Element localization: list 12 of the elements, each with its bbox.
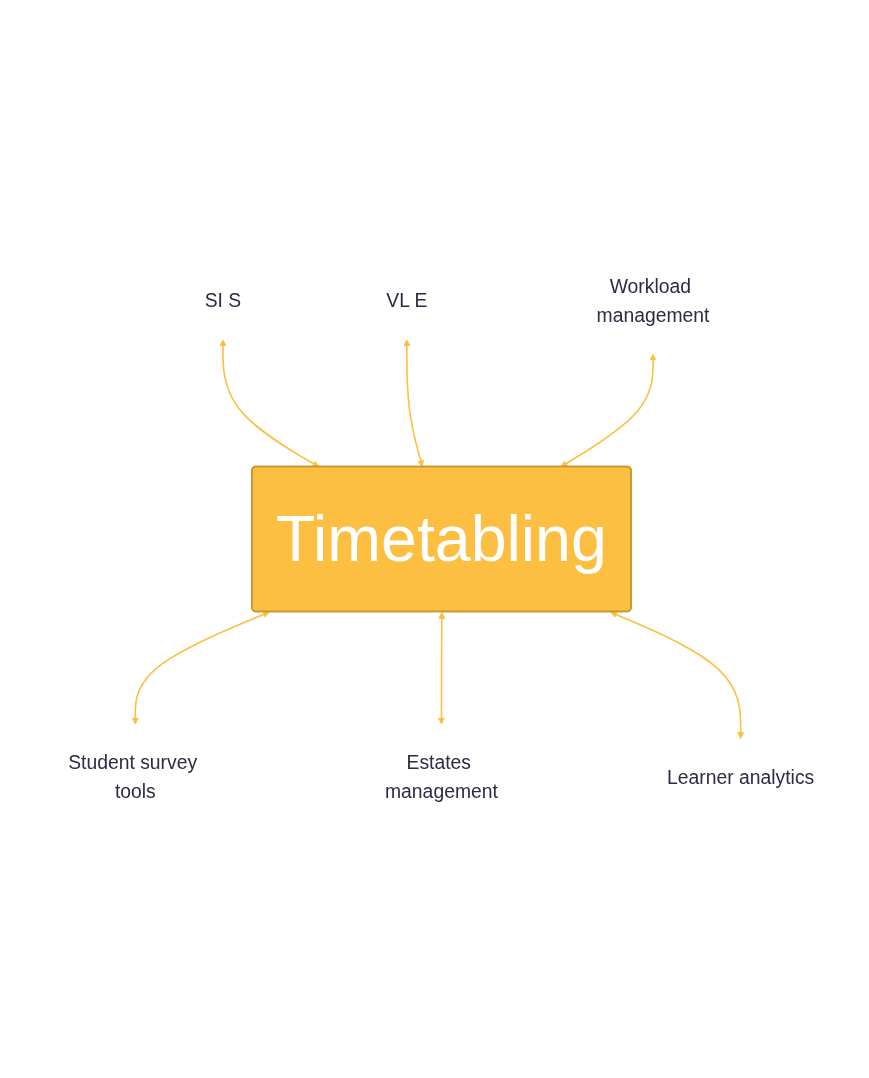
node-text: Learner analytics (667, 766, 815, 788)
arrow (219, 339, 320, 468)
arrow (437, 611, 446, 725)
arrow (560, 353, 657, 468)
arrow (403, 339, 425, 468)
node-text: Workload management (596, 274, 710, 326)
node-text: Estates management (385, 751, 498, 803)
node-text: Student survey tools (68, 751, 198, 803)
node-text: VL E (386, 289, 428, 312)
node-text: SI S (204, 289, 242, 312)
arrow (610, 611, 745, 740)
arrow (131, 611, 270, 725)
